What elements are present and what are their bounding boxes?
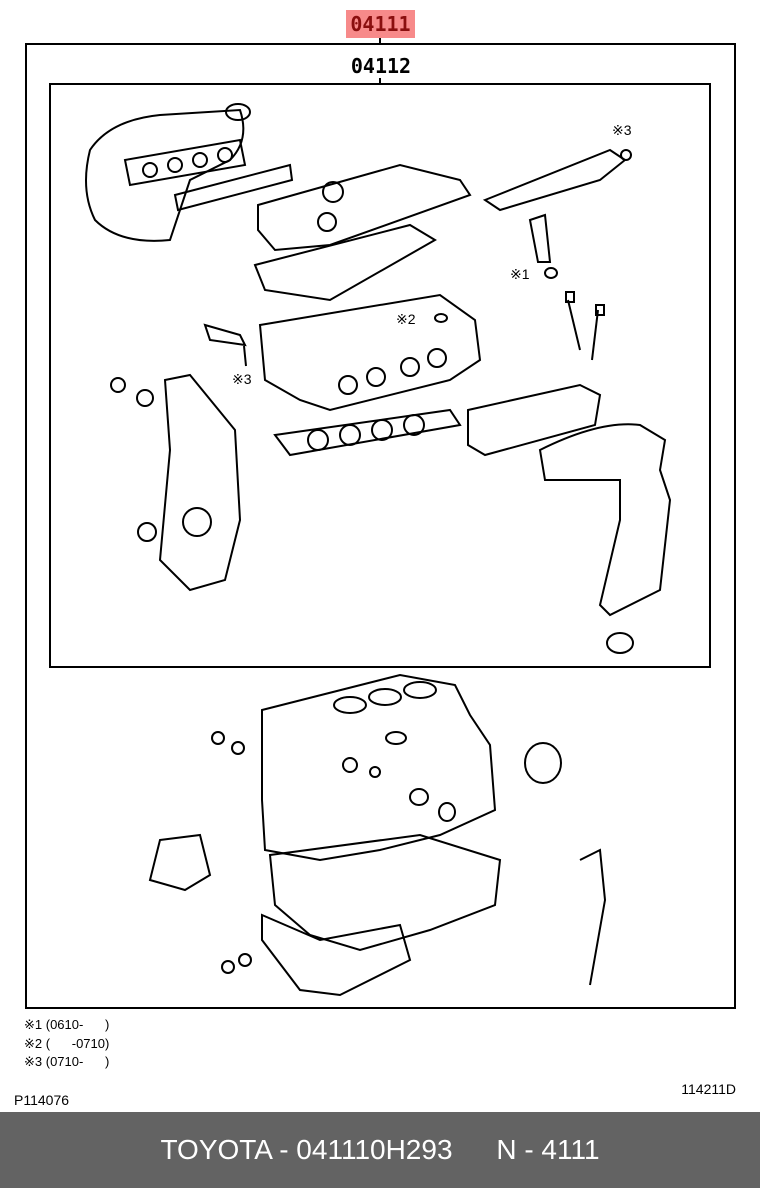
legend-range: ( -0710) [45,1036,110,1051]
oil-pan [261,913,412,997]
callout-mark-3-left: ※3 [232,371,252,387]
exploded-parts-diagram [25,36,736,1009]
legend-row-2: ※2 ( -0710) [24,1036,109,1052]
head-gasket [273,408,462,457]
callout-mark-3-top: ※3 [612,122,632,138]
legend-range: (0710- ) [45,1054,110,1069]
legend-row-1: ※1 (0610- ) [24,1017,109,1033]
oil-pan-upper [268,833,502,952]
gasket-kit-frame [49,83,711,668]
oil-dipstick [579,848,607,986]
fuel-rail [482,148,627,212]
illustration-id: 114211D [681,1081,736,1097]
cylinder-head [258,293,482,412]
callout-mark-1: ※1 [510,266,530,282]
legend-mark: ※2 [24,1036,43,1051]
exhaust-manifold [538,423,672,617]
legend-range: (0610- ) [45,1017,110,1032]
footer-code: N - 4111 [496,1134,600,1165]
outer-kit-frame [25,43,736,1009]
water-pump [148,833,212,892]
legend-mark: ※1 [24,1017,43,1032]
footer-bar: TOYOTA - 041110H293 N - 4111 [0,1112,760,1188]
gasket-kit-part-number[interactable]: 04112 [350,54,412,78]
legend-mark: ※3 [24,1054,43,1069]
valve-cover-gasket [253,223,437,302]
intake-gasket [173,163,294,212]
oil-filler-cap [225,103,251,121]
page-reference: P114076 [14,1092,70,1108]
intake-manifold [85,108,245,242]
timing-cover [158,373,242,592]
injector [528,213,552,263]
legend-row-3: ※3 (0710- ) [24,1054,109,1070]
footer-part-number: TOYOTA - 041110H293 [160,1134,453,1165]
crankshaft-seal [524,742,562,784]
exhaust-gasket [467,383,602,457]
valve-cover [257,163,472,252]
callout-mark-2: ※2 [396,311,416,327]
engine-block [261,673,497,862]
kit-part-number-highlight[interactable]: 04111 [346,10,415,38]
